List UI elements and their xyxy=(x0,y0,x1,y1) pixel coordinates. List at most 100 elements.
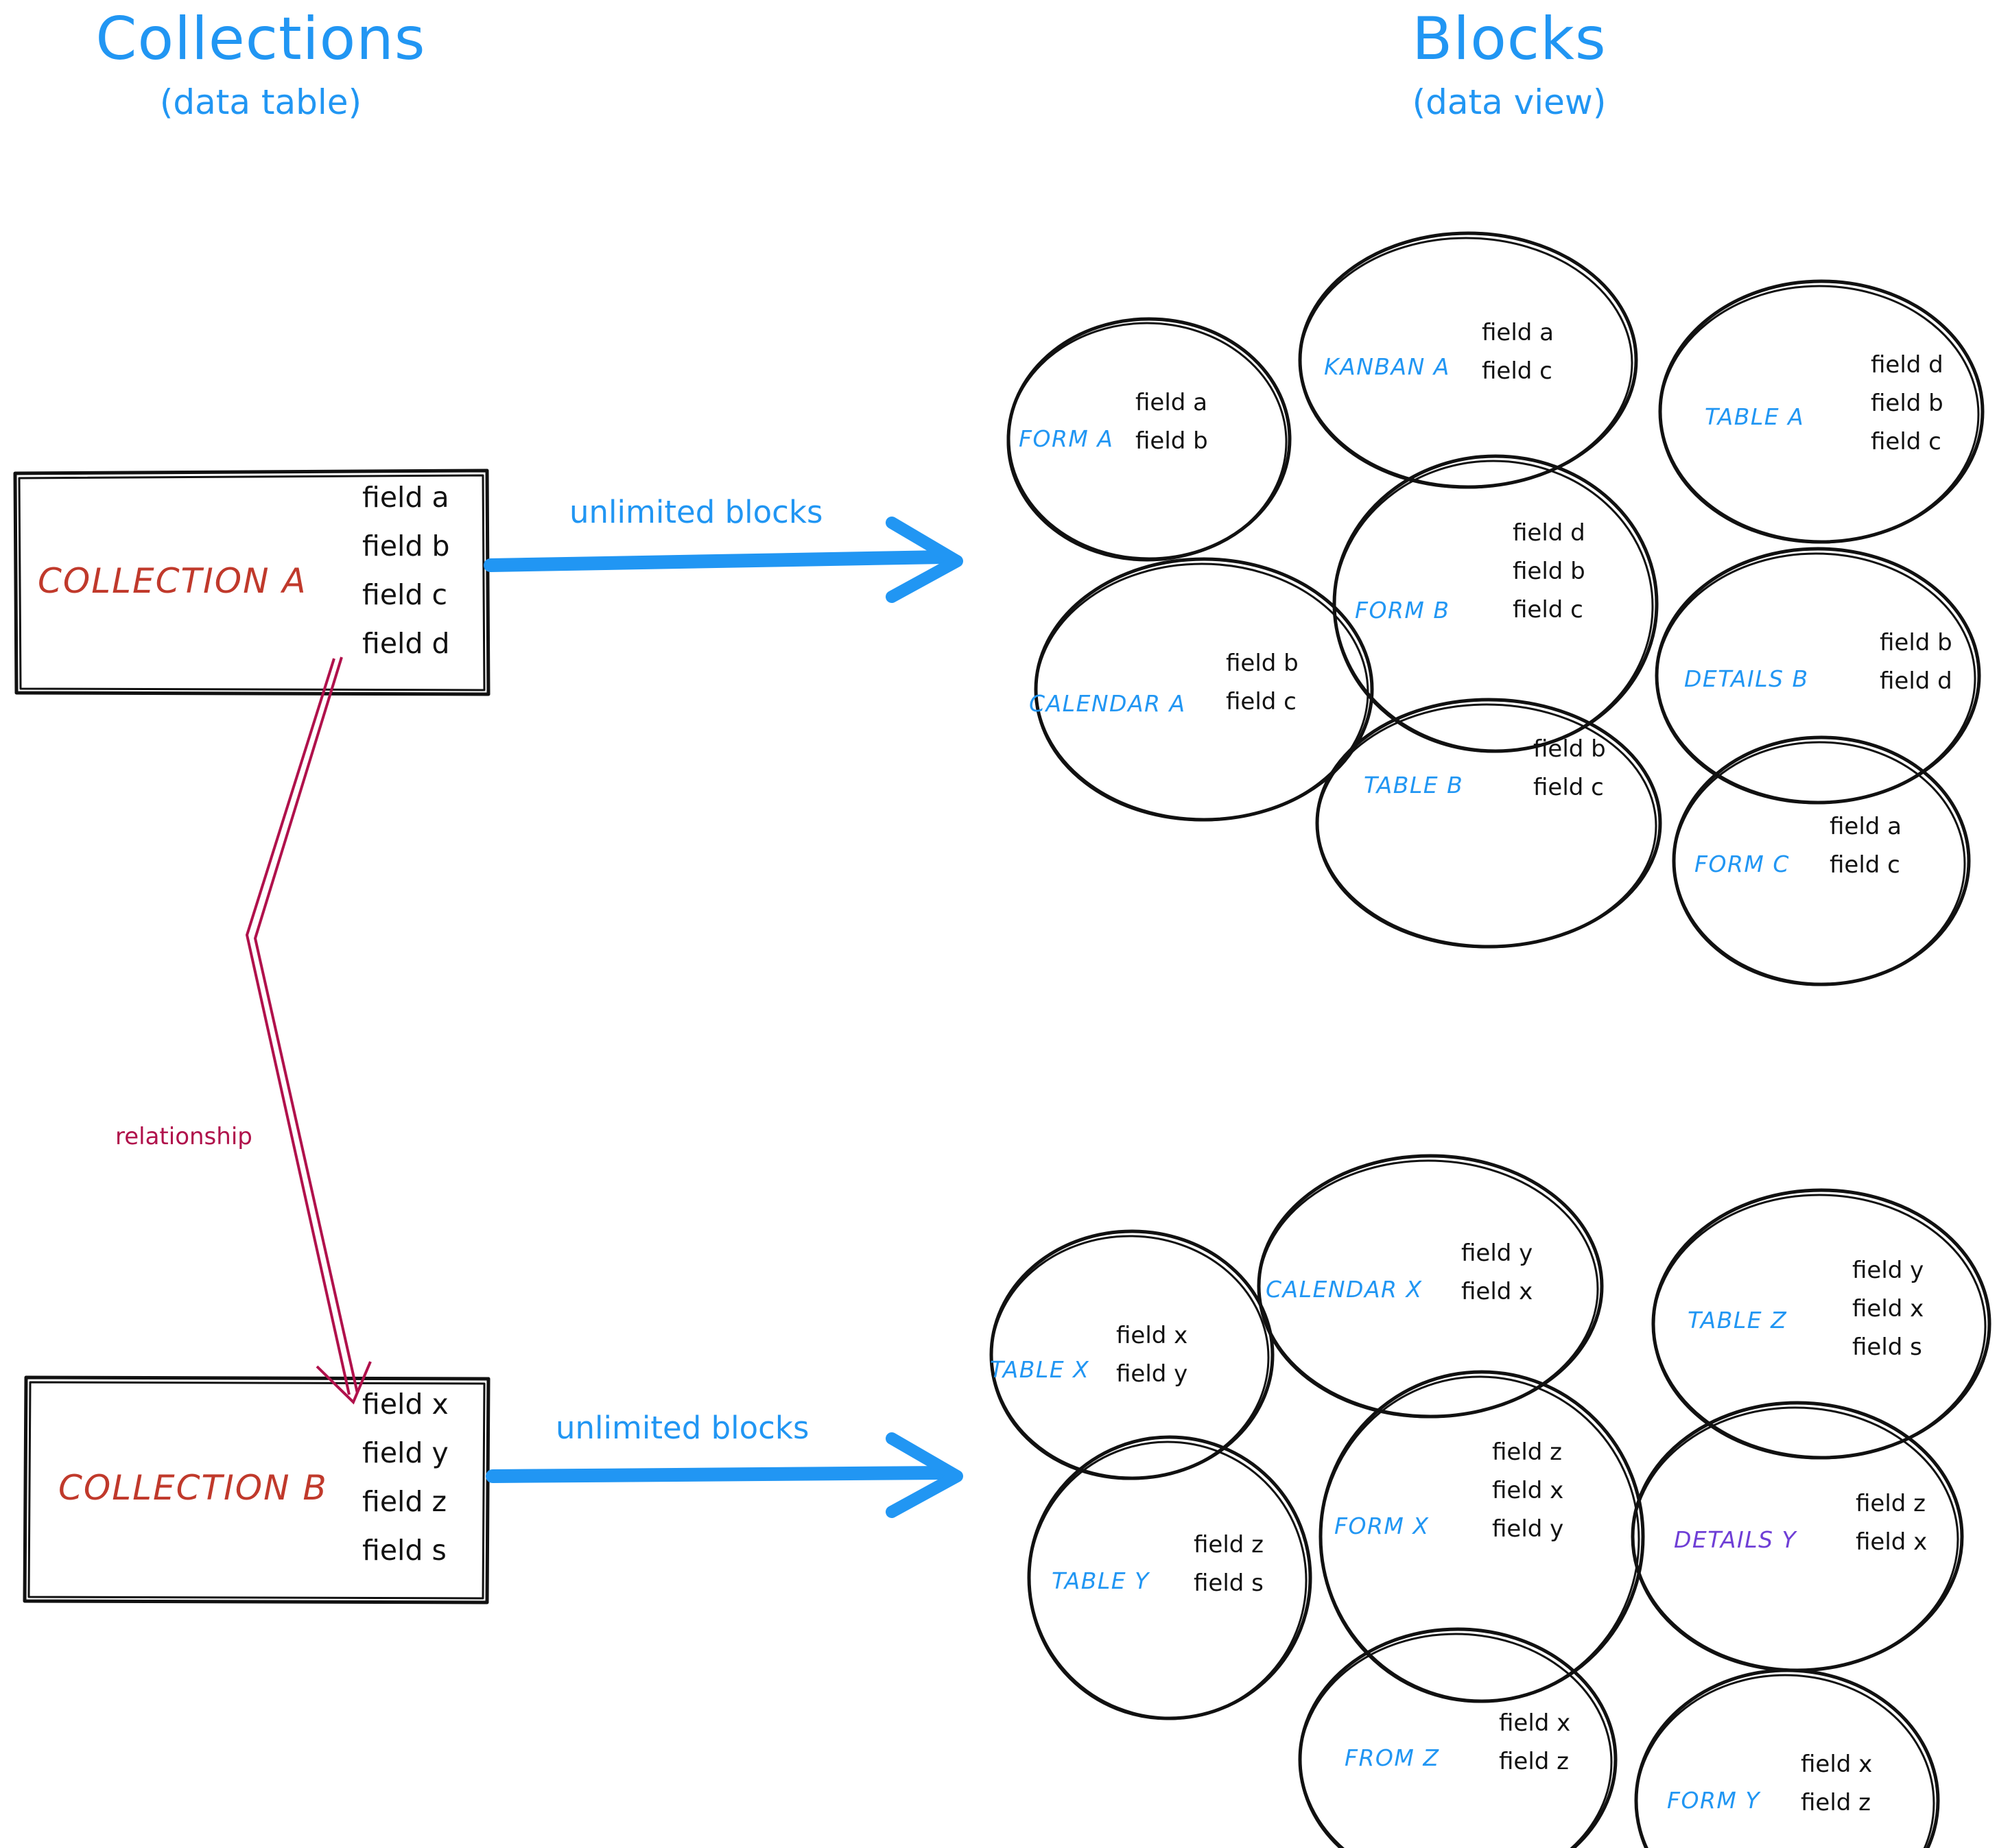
block-field: field x xyxy=(1852,1295,1924,1323)
block-name-table-x: TABLE X xyxy=(990,1356,1090,1383)
block-name-from-z: FROM Z xyxy=(1345,1744,1440,1771)
ellipse-form-x xyxy=(1319,1370,1645,1703)
block-field: field z xyxy=(1801,1789,1871,1816)
block-field: field b xyxy=(1533,735,1606,763)
block-fields-table-x: field x field y xyxy=(1116,1324,1187,1386)
collection-b-field: field s xyxy=(362,1534,447,1567)
arrow-unlimited-blocks-bottom xyxy=(486,1432,963,1518)
arrow-unlimited-blocks-top xyxy=(484,517,963,603)
block-field: field y xyxy=(1852,1257,1924,1284)
collections-subtitle: (data table) xyxy=(159,82,362,122)
block-field: field d xyxy=(1871,351,1943,379)
collection-a-field-list: field a field b field c field d xyxy=(362,484,450,678)
block-fields-form-x: field z field x field y xyxy=(1492,1441,1563,1541)
block-field: field x xyxy=(1492,1477,1564,1504)
block-name-details-y: DETAILS Y xyxy=(1674,1526,1797,1553)
collection-a-field: field c xyxy=(362,578,448,611)
block-field: field z xyxy=(1499,1748,1570,1775)
blocks-title: Blocks xyxy=(1412,5,1607,73)
ellipse-table-z xyxy=(1651,1188,1991,1460)
ellipse-table-x xyxy=(989,1229,1275,1480)
block-field: field b xyxy=(1880,629,1952,656)
collection-b-field: field x xyxy=(362,1388,449,1421)
block-fields-details-b: field b field d xyxy=(1880,631,1952,693)
page-title-blocks: Blocks (data view) xyxy=(1269,5,1749,122)
ellipse-table-b xyxy=(1315,698,1662,949)
block-name-calendar-a: CALENDAR A xyxy=(1029,690,1186,717)
block-field: field b xyxy=(1135,427,1208,455)
block-fields-form-a: field a field b xyxy=(1135,391,1208,453)
block-field: field z xyxy=(1194,1531,1264,1559)
block-field: field c xyxy=(1482,357,1552,385)
block-field: field x xyxy=(1499,1709,1571,1737)
ellipse-kanban-a xyxy=(1298,231,1638,489)
relationship-connector xyxy=(245,656,372,1405)
block-name-form-y: FORM Y xyxy=(1667,1787,1761,1814)
block-name-form-a: FORM A xyxy=(1019,425,1114,452)
blocks-subtitle: (data view) xyxy=(1412,82,1607,122)
ellipse-details-b xyxy=(1655,547,1981,805)
block-name-form-b: FORM B xyxy=(1355,597,1450,624)
collection-b-field: field y xyxy=(362,1436,449,1469)
ellipse-table-y xyxy=(1027,1435,1312,1720)
block-field: field d xyxy=(1880,667,1952,695)
block-field: field b xyxy=(1513,558,1585,585)
block-field: field x xyxy=(1801,1751,1873,1778)
relationship-label: relationship xyxy=(115,1123,252,1150)
collection-b-name: COLLECTION B xyxy=(58,1468,328,1508)
block-fields-table-y: field z field s xyxy=(1194,1533,1264,1595)
block-field: field s xyxy=(1194,1569,1264,1597)
block-field: field c xyxy=(1830,851,1900,879)
block-fields-table-b: field b field c xyxy=(1533,737,1606,799)
arrow-label-unlimited-blocks-top: unlimited blocks xyxy=(569,494,823,530)
block-name-form-c: FORM C xyxy=(1694,851,1790,877)
block-fields-form-b: field d field b field c xyxy=(1513,521,1585,621)
collection-b-field-list: field x field y field z field s xyxy=(362,1390,449,1585)
block-field: field x xyxy=(1856,1528,1928,1556)
block-field: field x xyxy=(1461,1278,1533,1305)
collection-a-field: field a xyxy=(362,481,449,514)
block-field: field c xyxy=(1871,428,1941,455)
block-fields-form-c: field a field c xyxy=(1830,815,1902,877)
block-field: field y xyxy=(1492,1515,1564,1543)
collection-a-field: field d xyxy=(362,627,450,660)
ellipse-form-y xyxy=(1634,1668,1940,1848)
block-fields-details-y: field z field x xyxy=(1856,1492,1927,1554)
block-fields-table-z: field y field x field s xyxy=(1852,1259,1924,1359)
block-fields-calendar-a: field b field c xyxy=(1226,652,1299,713)
block-field: field a xyxy=(1135,389,1208,416)
ellipse-form-c xyxy=(1672,735,1971,986)
ellipse-from-z xyxy=(1298,1627,1618,1848)
block-field: field y xyxy=(1116,1360,1188,1388)
ellipse-form-a xyxy=(1006,317,1292,562)
block-name-kanban-a: KANBAN A xyxy=(1324,353,1450,380)
collection-a-name: COLLECTION A xyxy=(38,561,307,601)
block-name-form-x: FORM X xyxy=(1334,1513,1430,1539)
block-field: field b xyxy=(1871,390,1943,417)
block-name-table-a: TABLE A xyxy=(1705,403,1805,430)
block-field: field c xyxy=(1226,688,1297,715)
block-field: field x xyxy=(1116,1322,1188,1349)
block-name-calendar-x: CALENDAR X xyxy=(1266,1276,1423,1303)
block-field: field a xyxy=(1482,319,1554,346)
block-field: field c xyxy=(1513,596,1583,624)
page-title-collections: Collections (data table) xyxy=(27,5,494,122)
ellipse-calendar-x xyxy=(1257,1154,1604,1419)
ellipse-form-b xyxy=(1332,454,1659,753)
block-field: field b xyxy=(1226,650,1299,677)
block-fields-kanban-a: field a field c xyxy=(1482,321,1554,383)
collection-a-field: field b xyxy=(362,530,450,562)
collection-b-field: field z xyxy=(362,1485,447,1518)
block-fields-from-z: field x field z xyxy=(1499,1711,1570,1773)
block-fields-calendar-x: field y field x xyxy=(1461,1242,1533,1303)
block-field: field y xyxy=(1461,1240,1533,1267)
ellipse-table-a xyxy=(1658,279,1985,544)
block-name-table-z: TABLE Z xyxy=(1688,1307,1788,1334)
block-fields-form-y: field x field z xyxy=(1801,1753,1872,1814)
block-name-details-b: DETAILS B xyxy=(1684,665,1809,692)
block-fields-table-a: field d field b field c xyxy=(1871,353,1943,453)
block-field: field z xyxy=(1856,1490,1926,1517)
block-name-table-b: TABLE B xyxy=(1364,772,1464,798)
